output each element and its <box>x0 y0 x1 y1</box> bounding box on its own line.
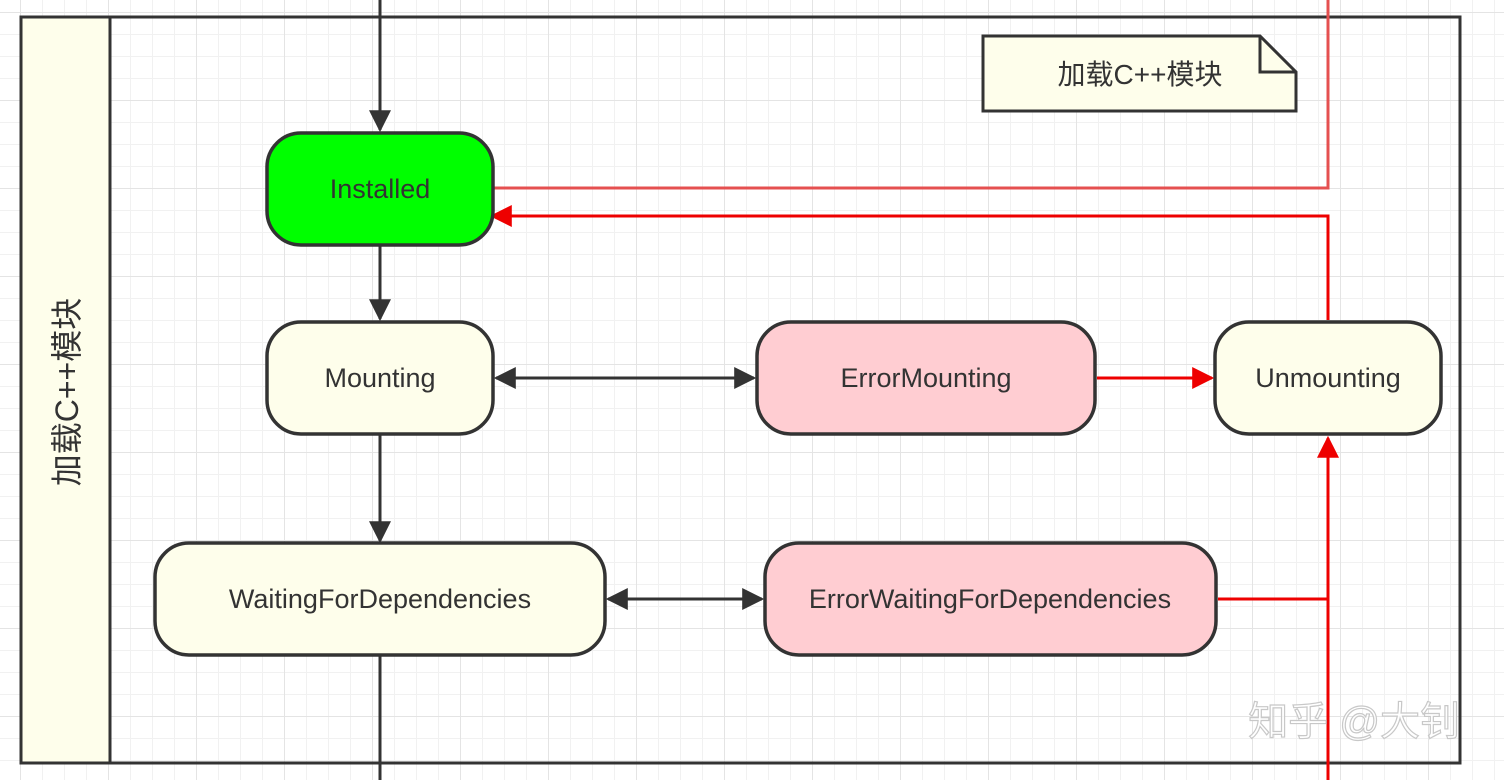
state-waiting-for-dependencies: WaitingForDependencies <box>153 541 607 657</box>
note-label: 加载C++模块 <box>1058 59 1223 90</box>
state-unmounting-label: Unmounting <box>1255 363 1401 393</box>
swimlane-header <box>19 15 112 765</box>
state-error-waiting-label: ErrorWaitingForDependencies <box>809 584 1171 614</box>
edge-unmounting-to-installed <box>489 205 1330 320</box>
state-error-mounting-label: ErrorMounting <box>840 363 1011 393</box>
state-mounting-label: Mounting <box>324 363 435 393</box>
state-waiting-label: WaitingForDependencies <box>229 584 531 614</box>
state-unmounting: Unmounting <box>1213 320 1443 436</box>
watermark: 知乎 @大钊 <box>1248 700 1460 744</box>
swimlane-title: 加载C++模块 <box>49 298 85 487</box>
state-installed: Installed <box>265 131 495 247</box>
state-error-mounting: ErrorMounting <box>755 320 1097 436</box>
edge-installed-to-top <box>494 0 1330 190</box>
state-installed-label: Installed <box>330 174 431 204</box>
state-error-waiting-for-dependencies: ErrorWaitingForDependencies <box>763 541 1218 657</box>
note-fold <box>1258 36 1296 74</box>
state-mounting: Mounting <box>265 320 495 436</box>
note-shape <box>981 34 1298 113</box>
